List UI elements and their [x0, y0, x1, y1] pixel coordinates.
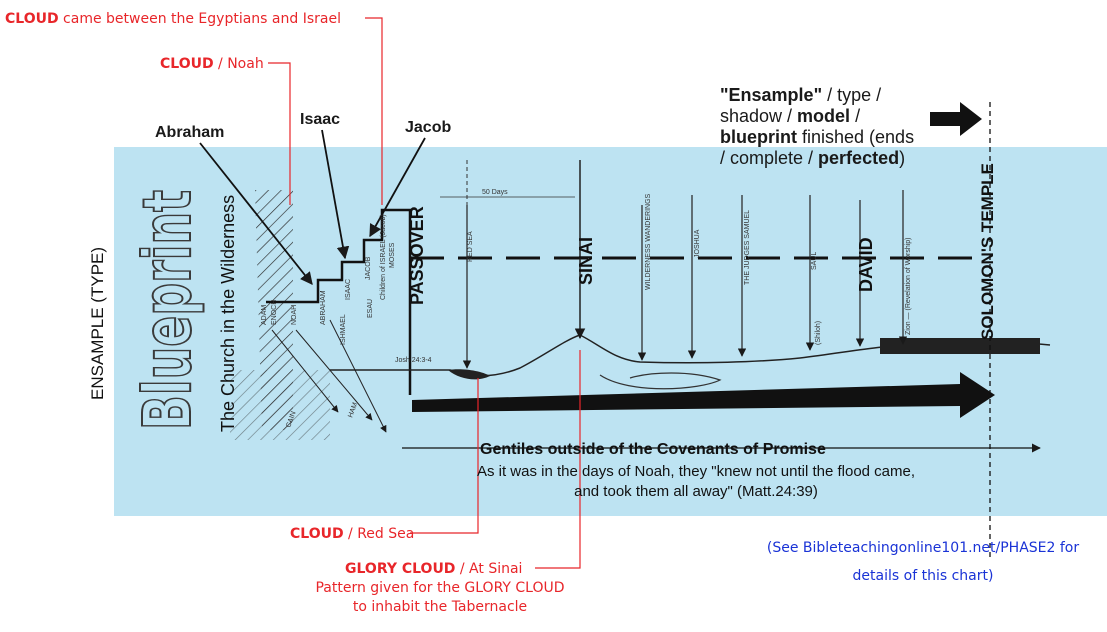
joshua-label: JOSHUA	[694, 229, 701, 258]
red-sea-leader	[410, 378, 479, 534]
pattern-line-1: Pattern given for the GLORY CLOUD	[315, 580, 564, 596]
gen-abraham: ABRAHAM	[320, 290, 327, 325]
shiloh-label: (Shiloh)	[815, 321, 822, 345]
saul-label: SAUL	[811, 252, 818, 270]
gen-moses: MOSES	[389, 242, 396, 268]
ensample-line-3: blueprint finished (ends	[720, 127, 914, 147]
gentiles-line-2: and took them all away" (Matt.24:39)	[574, 483, 818, 500]
ham-pointer	[295, 329, 373, 421]
isaac-pointer	[321, 129, 350, 260]
judges-label: THE JUDGES SAMUEL	[744, 210, 751, 285]
fifty-days-label: 50 Days	[482, 189, 508, 196]
cain-pointer	[271, 329, 339, 413]
gen-children: Children of ISRAEL (Jacob)	[380, 214, 387, 300]
gen-adam: ADAM	[261, 305, 268, 325]
abraham-pointer	[199, 142, 313, 285]
wilderness-loop	[599, 372, 722, 390]
reference-line-1[interactable]: (See Bibleteachingonline101.net/PHASE2 f…	[767, 540, 1080, 556]
cloud-noah-note: CLOUD / Noah	[160, 56, 264, 72]
ensample-line-2: shadow / model /	[720, 106, 860, 126]
gen-esau: ESAU	[367, 299, 374, 318]
hatched-ground	[230, 370, 330, 440]
patriarch-steps	[266, 208, 412, 395]
esau-pointer	[329, 319, 387, 433]
david-label: DAVID	[856, 237, 876, 292]
zion-label: Zion — (Revelation of Worship)	[905, 237, 912, 335]
josh-ref-label: Josh 24:3-4	[395, 357, 432, 364]
glory-cloud-note: GLORY CLOUD / At Sinai	[345, 561, 522, 577]
gentiles-title: Gentiles outside of the Covenants of Pro…	[480, 441, 826, 458]
ensample-arrow	[930, 102, 982, 136]
gen-jacob: JACOB	[365, 256, 372, 280]
blueprint-word: Blueprint	[129, 190, 206, 430]
solomon-label: SOLOMON'S TEMPLE	[978, 163, 997, 340]
jacob-pointer	[369, 137, 426, 238]
sinai-leader	[535, 350, 581, 569]
church-wilderness-label: The Church in the Wilderness	[218, 195, 238, 432]
gen-ishmael: ISHMAEL	[340, 314, 347, 345]
jacob-label: Jacob	[405, 119, 451, 136]
wilderness-label: WILDERNESS WANDERINGS	[645, 193, 652, 290]
red-sea-label: RED SEA	[467, 231, 474, 262]
ensample-line-1: "Ensample" / type /	[720, 85, 881, 105]
sinai-label: SINAI	[576, 237, 596, 285]
ensample-line-4: / complete / perfected)	[720, 148, 905, 168]
temple-block	[880, 338, 1040, 354]
gen-isaac: ISAAC	[345, 279, 352, 300]
gen-ham: HAM	[347, 402, 359, 419]
progress-arrow	[412, 372, 995, 418]
gen-enoch: ENOCH	[271, 300, 278, 325]
cloud-noah-leader	[268, 62, 291, 205]
passover-label: PASSOVER	[407, 206, 427, 305]
isaac-label: Isaac	[300, 111, 340, 128]
gen-noah: NOAH	[291, 305, 298, 325]
pattern-line-2: to inhabit the Tabernacle	[353, 599, 527, 615]
red-sea-waves	[448, 369, 490, 380]
reference-line-2[interactable]: details of this chart)	[853, 568, 994, 584]
cloud-israel-leader	[365, 17, 383, 205]
cloud-red-sea-note: CLOUD / Red Sea	[290, 526, 414, 542]
gentiles-line-1: As it was in the days of Noah, they "kne…	[477, 463, 915, 480]
ensample-type-label: ENSAMPLE (TYPE)	[88, 247, 107, 400]
abraham-label: Abraham	[155, 124, 224, 141]
cloud-israel-note: CLOUD came between the Egyptians and Isr…	[5, 11, 341, 27]
